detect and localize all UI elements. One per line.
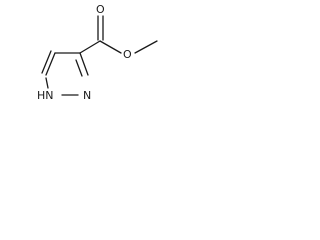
bond-c5-c4 — [45, 52, 56, 76]
bond-c3-carbonyl — [79, 40, 101, 54]
bond-n1-c5 — [45, 77, 49, 89]
bond-c3-n2-double — [75, 59, 83, 77]
bond-carbonyl-oester — [99, 40, 122, 54]
atom-ring-nitrogen: N — [83, 89, 91, 102]
bond-oester-methyl — [134, 40, 158, 54]
bond-c3-n2 — [79, 52, 89, 76]
molecule-canvas: O O N HN — [0, 0, 175, 125]
atom-ester-oxygen: O — [123, 48, 132, 61]
structure-diagram: O O N HN — [37, 3, 158, 102]
atom-carbonyl-oxygen: O — [96, 3, 105, 16]
atom-ring-nh: HN — [37, 89, 54, 102]
bond-c5-c4-double — [41, 50, 52, 74]
